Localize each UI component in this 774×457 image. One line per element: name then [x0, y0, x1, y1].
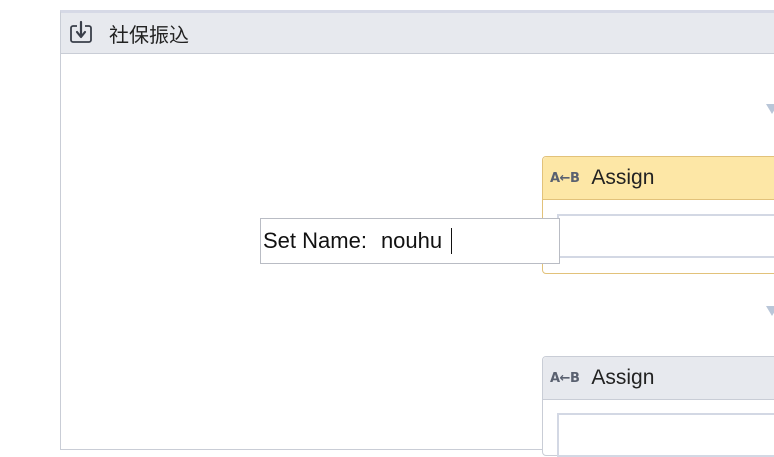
set-name-editor[interactable]: Set Name:	[260, 218, 560, 264]
assign-activity-header[interactable]: A←B Assign	[543, 157, 774, 200]
assign-activity-header[interactable]: A←B Assign	[543, 357, 774, 400]
assign-icon: A←B	[550, 370, 580, 386]
set-name-input[interactable]	[380, 228, 451, 254]
set-name-label: Set Name:	[263, 228, 367, 253]
workflow-canvas-top	[0, 0, 774, 10]
text-caret	[450, 228, 452, 254]
sequence-icon	[67, 19, 95, 47]
flow-arrow-down-icon	[766, 306, 774, 316]
assign-to-field[interactable]	[557, 413, 774, 457]
sequence-header[interactable]: 社保振込	[61, 13, 774, 54]
assign-activity-title: Assign	[591, 166, 655, 189]
sequence-title: 社保振込	[109, 22, 189, 47]
assign-icon: A←B	[550, 170, 580, 186]
assign-activity-1[interactable]: A←B Assign	[542, 156, 774, 274]
flow-arrow-down-icon	[766, 104, 774, 114]
assign-activity-2[interactable]: A←B Assign	[542, 356, 774, 457]
assign-activity-title: Assign	[591, 366, 655, 389]
assign-to-field[interactable]	[557, 214, 774, 258]
